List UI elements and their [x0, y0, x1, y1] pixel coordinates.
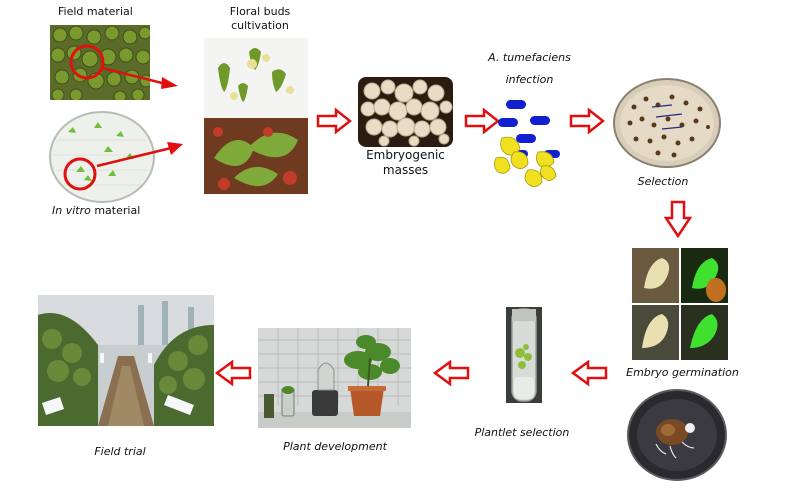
flow-arrow-3: [569, 108, 605, 134]
label-in-vitro-material: In vitro material: [52, 204, 140, 218]
flow-arrow-1: [316, 108, 352, 134]
label-embryogenic-line2: masses: [358, 163, 453, 178]
label-field-material: Field material: [58, 5, 133, 19]
floral-buds-photo: [204, 38, 308, 118]
plant-development-photo: [258, 328, 411, 428]
label-embryogenic-line1: Embryogenic: [358, 148, 453, 163]
label-agro-line1: A. tumefaciens: [482, 47, 577, 69]
label-agro-line2: infection: [482, 69, 577, 91]
label-in-vitro-italic: In vitro: [52, 204, 91, 217]
flow-arrow-left-1: [570, 360, 608, 386]
label-selection: Selection: [632, 175, 694, 189]
label-floral-buds-line1: Floral buds: [225, 5, 295, 19]
flow-arrow-left-2: [432, 360, 470, 386]
connector-arrow-field: [100, 60, 180, 90]
flow-arrow-left-3: [214, 360, 252, 386]
label-floral-buds: Floral buds cultivation: [225, 5, 295, 33]
label-field-trial: Field trial: [80, 445, 160, 459]
label-plantlet-selection: Plantlet selection: [462, 426, 582, 440]
label-embryogenic-masses: Embryogenic masses: [358, 148, 453, 178]
floral-culture-photo: [204, 118, 308, 194]
label-plant-development: Plant development: [270, 440, 400, 454]
label-floral-buds-line2: cultivation: [225, 19, 295, 33]
plantlet-tube-photo: [506, 307, 542, 403]
label-in-vitro-rest: material: [91, 204, 140, 217]
embryo-germination-photo-grid: [632, 248, 728, 360]
label-embryo-germination: Embryo germination: [620, 366, 745, 380]
connector-arrow-in-vitro: [95, 140, 185, 170]
embryogenic-masses-photo: [358, 77, 453, 147]
flow-arrow-down: [664, 200, 692, 238]
field-trial-photo: [38, 295, 214, 426]
selection-petri-dish-photo: [612, 77, 722, 169]
label-agrobacterium: A. tumefaciens infection: [482, 47, 577, 91]
agrobacterium-infection-illustration: [494, 96, 566, 196]
germinated-embryo-dish-photo: [626, 388, 728, 482]
